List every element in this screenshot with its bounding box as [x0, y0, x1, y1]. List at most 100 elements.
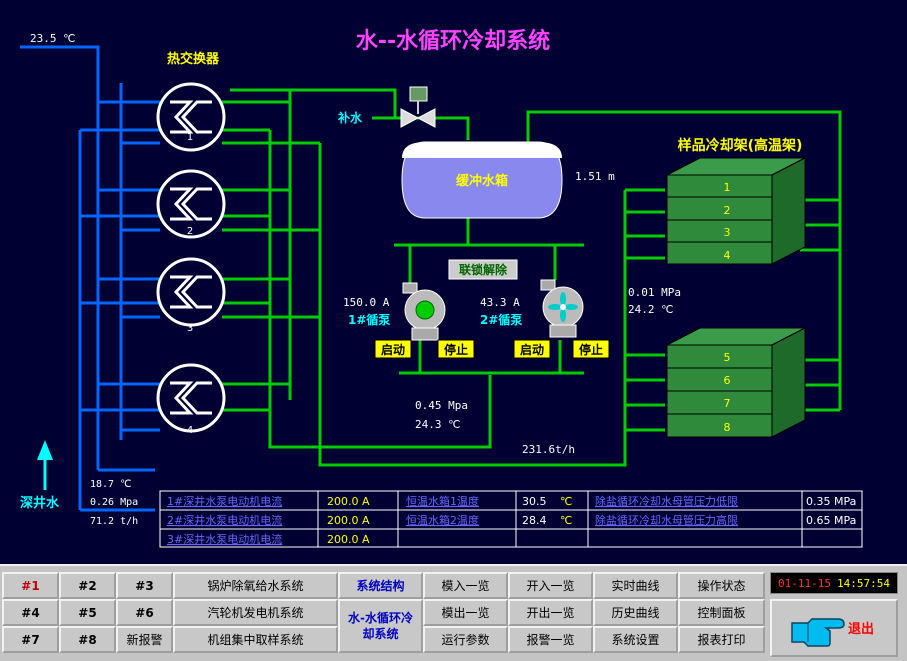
table-cell: 0.35 MPa	[806, 495, 856, 508]
pump-1-stop-button[interactable]: 停止	[437, 339, 475, 359]
status-table	[159, 490, 863, 548]
pump-1-label: 1#循泵	[348, 312, 390, 327]
table-cell: 除盐循环冷却水母管压力高限	[595, 513, 738, 527]
tank-level: 1.51 m	[575, 170, 615, 183]
exit-label: 退出	[848, 622, 875, 637]
table-cell: ℃	[560, 514, 572, 527]
unit-1-button[interactable]: #1	[2, 572, 59, 599]
table-cell: 恒温水箱1温度	[406, 494, 479, 508]
page-title: 水--水循环冷却系统	[356, 28, 550, 54]
date-time-display: 01-11-15 14:57:54	[770, 572, 898, 594]
rack-level: 3	[724, 226, 731, 239]
pump-1-start-button[interactable]: 启动	[374, 339, 412, 359]
unit-8-button[interactable]: #8	[59, 626, 116, 653]
digital-output-list-button[interactable]: 开出一览	[508, 599, 593, 626]
unit-7-button[interactable]: #7	[2, 626, 59, 653]
rack-inlet-pressure: 0.01 MPa	[628, 286, 681, 299]
rack-level: 7	[724, 397, 731, 410]
return-flow: 231.6t/h	[522, 443, 575, 456]
pump-1-start-label: 启动	[381, 342, 405, 357]
deep-well-pressure: 0.26 Mpa	[90, 497, 138, 508]
table-cell: 除盐循环冷却水母管压力低限	[595, 494, 738, 508]
table-cell: 0.65 MPa	[806, 514, 856, 527]
buffer-tank[interactable]	[401, 141, 563, 219]
unit-2-button[interactable]: #2	[59, 572, 116, 599]
date-display: 01-11-15	[778, 576, 831, 590]
pump-outlet-temperature: 24.3 ℃	[415, 418, 460, 431]
pump-2-label: 2#循泵	[480, 312, 522, 327]
digital-input-list-button[interactable]: 开入一览	[508, 572, 593, 599]
table-cell: 30.5	[522, 495, 547, 508]
history-curve-button[interactable]: 历史曲线	[593, 599, 678, 626]
interlock-release-button[interactable]: 联锁解除	[448, 259, 518, 280]
table-cell: 200.0 A	[327, 514, 370, 527]
table-cell: 2#深井水泵电动机电流	[167, 513, 282, 527]
rack-level: 6	[724, 374, 731, 387]
heat-exchanger-number: 2	[187, 226, 193, 237]
rack-level: 4	[724, 249, 731, 262]
rack-level: 5	[724, 351, 731, 364]
system-structure-button[interactable]: 系统结构	[338, 572, 423, 599]
deep-well-pipes	[20, 45, 160, 512]
rack-level: 1	[724, 181, 731, 194]
system-settings-button[interactable]: 系统设置	[593, 626, 678, 653]
boiler-feedwater-system-button[interactable]: 锅炉除氧给水系统	[173, 572, 338, 599]
up-arrow-icon	[37, 440, 53, 490]
unit-4-button[interactable]: #4	[2, 599, 59, 626]
unit-6-button[interactable]: #6	[116, 599, 173, 626]
makeup-water-valve[interactable]	[400, 86, 436, 128]
circulating-pump-2[interactable]	[540, 279, 584, 338]
pump-outlet-pressure: 0.45 Mpa	[415, 399, 468, 412]
run-parameters-button[interactable]: 运行参数	[423, 626, 508, 653]
buffer-tank-label: 缓冲水箱	[456, 173, 508, 189]
realtime-curve-button[interactable]: 实时曲线	[593, 572, 678, 599]
table-cell: 28.4	[522, 514, 547, 527]
heat-exchanger-3[interactable]: 3	[156, 257, 226, 334]
operation-status-button[interactable]: 操作状态	[678, 572, 765, 599]
analog-output-list-button[interactable]: 模出一览	[423, 599, 508, 626]
interlock-release-label: 联锁解除	[459, 262, 508, 277]
cooling-rack-lower[interactable]	[666, 327, 806, 438]
alarm-list-button[interactable]: 报警一览	[508, 626, 593, 653]
rack-level: 2	[724, 204, 731, 217]
pointing-hand-icon	[791, 618, 845, 647]
deep-well-label: 深井水	[20, 495, 60, 511]
report-print-button[interactable]: 报表打印	[678, 626, 765, 653]
makeup-water-label: 补水	[337, 110, 363, 125]
time-display: 14:57:54	[837, 576, 890, 590]
unit-3-button[interactable]: #3	[116, 572, 173, 599]
heat-exchanger-number: 4	[187, 425, 193, 436]
heat-exchanger-1[interactable]: 1	[156, 82, 226, 152]
circulating-pump-1[interactable]	[402, 282, 446, 341]
pump-2-start-button[interactable]: 启动	[513, 339, 551, 359]
pump-2-start-label: 启动	[520, 342, 544, 357]
pump-1-stop-label: 停止	[444, 342, 468, 357]
table-cell: 200.0 A	[327, 533, 370, 546]
circulating-water-pipes	[222, 88, 842, 467]
sampling-system-button[interactable]: 机组集中取样系统	[173, 626, 338, 653]
deep-well-flow: 71.2 t/h	[90, 516, 138, 527]
cooling-rack-upper[interactable]	[666, 157, 806, 265]
control-panel-button[interactable]: 控制面板	[678, 599, 765, 626]
table-cell: 200.0 A	[327, 495, 370, 508]
heat-exchanger-4[interactable]: 4	[156, 363, 226, 436]
analog-input-list-button[interactable]: 模入一览	[423, 572, 508, 599]
deep-well-temperature: 18.7 ℃	[90, 479, 131, 490]
new-alarm-button[interactable]: 新报警	[116, 626, 173, 653]
cooling-rack-label: 样品冷却架(高温架)	[678, 137, 803, 154]
exit-button[interactable]: 退出	[770, 599, 898, 657]
table-cell: 恒温水箱2温度	[406, 513, 479, 527]
table-cell: 3#深井水泵电动机电流	[167, 532, 282, 546]
table-cell: ℃	[560, 495, 572, 508]
heat-exchanger-number: 3	[187, 323, 193, 334]
pump-2-stop-button[interactable]: 停止	[572, 339, 610, 359]
water-cooling-system-button[interactable]: 水-水循环冷却系统	[338, 599, 423, 653]
inlet-temperature: 23.5 ℃	[30, 32, 75, 45]
rack-level: 8	[724, 421, 731, 434]
heat-exchanger-number: 1	[187, 132, 193, 143]
unit-5-button[interactable]: #5	[59, 599, 116, 626]
heat-exchanger-label: 热交换器	[167, 51, 220, 67]
turbine-generator-system-button[interactable]: 汽轮机发电机系统	[173, 599, 338, 626]
heat-exchanger-2[interactable]: 2	[156, 169, 226, 239]
